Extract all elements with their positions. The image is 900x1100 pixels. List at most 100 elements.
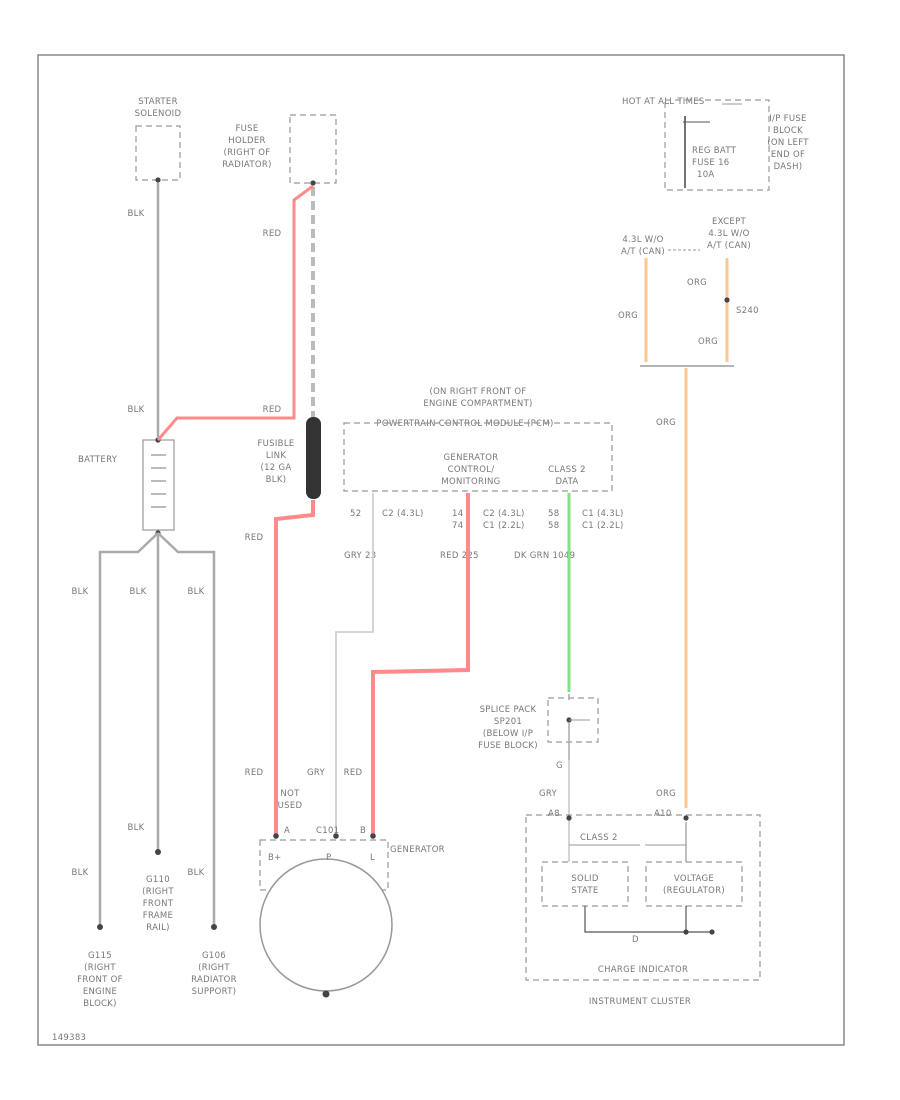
svg-text:A/T (CAN): A/T (CAN) <box>707 241 751 251</box>
battery-ground-wires: BLK BLK BLK BLK BLK BLK <box>71 532 217 930</box>
svg-text:52: 52 <box>350 509 361 519</box>
svg-text:SP201: SP201 <box>494 717 522 727</box>
svg-text:DATA: DATA <box>555 477 578 487</box>
svg-text:ENGINE: ENGINE <box>83 987 117 997</box>
svg-text:A10: A10 <box>654 809 672 819</box>
svg-text:GENERATOR: GENERATOR <box>390 845 445 855</box>
svg-text:ENGINE COMPARTMENT): ENGINE COMPARTMENT) <box>423 399 532 409</box>
svg-text:(RIGHT OF: (RIGHT OF <box>224 148 271 158</box>
svg-text:4.3L W/O: 4.3L W/O <box>708 229 749 239</box>
svg-text:C2 (4.3L): C2 (4.3L) <box>483 509 525 519</box>
svg-text:(12 GA: (12 GA <box>260 463 291 473</box>
ground-labels: G115 (RIGHT FRONT OF ENGINE BLOCK) G110 … <box>77 875 237 1009</box>
svg-text:SPLICE PACK: SPLICE PACK <box>480 705 537 715</box>
svg-text:GENERATOR: GENERATOR <box>444 453 499 463</box>
svg-text:FUSE 16: FUSE 16 <box>692 158 730 168</box>
svg-text:A: A <box>284 826 290 836</box>
fuse-holder: FUSE HOLDER (RIGHT OF RADIATOR) <box>222 114 337 186</box>
svg-text:S240: S240 <box>736 306 759 316</box>
svg-text:C1 (2.2L): C1 (2.2L) <box>582 521 624 531</box>
svg-text:ORG: ORG <box>656 418 676 428</box>
svg-text:L: L <box>370 853 375 863</box>
svg-text:MONITORING: MONITORING <box>441 477 500 487</box>
svg-text:CLASS 2: CLASS 2 <box>580 833 618 843</box>
svg-text:G: G <box>556 761 563 771</box>
svg-text:(ON RIGHT FRONT OF: (ON RIGHT FRONT OF <box>429 387 526 397</box>
svg-text:END OF: END OF <box>771 150 805 160</box>
svg-text:BLK: BLK <box>187 868 204 878</box>
svg-text:BLK: BLK <box>129 587 146 597</box>
svg-text:G106: G106 <box>202 951 226 961</box>
svg-text:CHARGE INDICATOR: CHARGE INDICATOR <box>598 965 688 975</box>
svg-text:VOLTAGE: VOLTAGE <box>674 874 714 884</box>
svg-text:USED: USED <box>278 801 303 811</box>
starter-solenoid: STARTER SOLENOID <box>135 97 182 183</box>
footer-code: 149383 <box>52 1033 86 1043</box>
svg-text:74: 74 <box>452 521 463 531</box>
svg-text:BLOCK: BLOCK <box>773 126 803 136</box>
svg-text:C2 (4.3L): C2 (4.3L) <box>382 509 424 519</box>
svg-text:BATTERY: BATTERY <box>78 455 118 465</box>
svg-text:ORG: ORG <box>687 278 707 288</box>
svg-text:(ON LEFT: (ON LEFT <box>767 138 809 148</box>
svg-text:ORG: ORG <box>618 311 638 321</box>
svg-text:A8: A8 <box>548 809 560 819</box>
svg-text:RED 225: RED 225 <box>440 551 479 561</box>
svg-text:C101: C101 <box>316 826 339 836</box>
svg-text:SUPPORT): SUPPORT) <box>192 987 237 997</box>
svg-text:(RIGHT: (RIGHT <box>84 963 116 973</box>
svg-text:POWERTRAIN CONTROL MODULE (PCM: POWERTRAIN CONTROL MODULE (PCM) <box>376 419 553 429</box>
svg-text:(RIGHT: (RIGHT <box>198 963 230 973</box>
svg-text:FUSE: FUSE <box>235 124 258 134</box>
red-225-wire <box>371 493 470 834</box>
svg-text:BLK: BLK <box>127 823 144 833</box>
svg-text:FRAME: FRAME <box>143 911 173 921</box>
svg-text:FUSIBLE: FUSIBLE <box>257 439 294 449</box>
splice-pack: SPLICE PACK SP201 (BELOW I/P FUSE BLOCK)… <box>478 694 599 771</box>
svg-text:RED: RED <box>344 768 363 778</box>
battery: BATTERY <box>78 437 175 536</box>
pcm-module: (ON RIGHT FRONT OF ENGINE COMPARTMENT) P… <box>343 387 613 492</box>
svg-text:RED: RED <box>245 533 264 543</box>
svg-text:10A: 10A <box>697 170 715 180</box>
fusible-link: FUSIBLE LINK (12 GA BLK) <box>257 417 321 499</box>
svg-text:GRY 23: GRY 23 <box>344 551 376 561</box>
svg-text:ORG: ORG <box>656 789 676 799</box>
svg-text:P: P <box>326 853 331 863</box>
svg-text:D: D <box>632 935 639 945</box>
ip-fuse-block: HOT AT ALL TIMES REG BATT FUSE 16 10A I/… <box>622 97 809 191</box>
svg-text:SOLENOID: SOLENOID <box>135 109 182 119</box>
svg-text:(RIGHT: (RIGHT <box>142 887 174 897</box>
svg-text:LINK: LINK <box>266 451 287 461</box>
svg-text:4.3L W/O: 4.3L W/O <box>622 235 663 245</box>
svg-text:HOT AT ALL TIMES: HOT AT ALL TIMES <box>622 97 705 107</box>
svg-text:NOT: NOT <box>280 789 300 799</box>
svg-text:BLK): BLK) <box>266 475 287 485</box>
svg-text:INSTRUMENT CLUSTER: INSTRUMENT CLUSTER <box>589 997 691 1007</box>
svg-text:58: 58 <box>548 521 559 531</box>
svg-text:BLK: BLK <box>71 587 88 597</box>
diagram-border <box>37 54 845 1046</box>
svg-text:I/P FUSE: I/P FUSE <box>769 114 806 124</box>
svg-text:(REGULATOR): (REGULATOR) <box>663 886 725 896</box>
svg-text:RAIL): RAIL) <box>146 923 169 933</box>
svg-text:RED: RED <box>245 768 264 778</box>
svg-text:G115: G115 <box>88 951 112 961</box>
instrument-cluster: A8 A10 CLASS 2 SOLID STATE VOLTAGE (REGU… <box>525 809 761 1007</box>
svg-text:B: B <box>360 826 366 836</box>
svg-text:RED: RED <box>263 229 282 239</box>
svg-text:GRY: GRY <box>539 789 558 799</box>
svg-text:BLK: BLK <box>127 405 144 415</box>
svg-text:HOLDER: HOLDER <box>228 136 265 146</box>
svg-text:RADIATOR): RADIATOR) <box>222 160 271 170</box>
svg-text:EXCEPT: EXCEPT <box>712 217 747 227</box>
svg-text:58: 58 <box>548 509 559 519</box>
svg-text:RED: RED <box>263 405 282 415</box>
battery-fuse-red-wire <box>156 184 314 441</box>
svg-text:CONTROL/: CONTROL/ <box>448 465 495 475</box>
svg-text:FUSE BLOCK): FUSE BLOCK) <box>478 741 538 751</box>
svg-text:B+: B+ <box>268 853 282 863</box>
svg-text:REG BATT: REG BATT <box>692 146 737 156</box>
svg-text:G110: G110 <box>146 875 170 885</box>
